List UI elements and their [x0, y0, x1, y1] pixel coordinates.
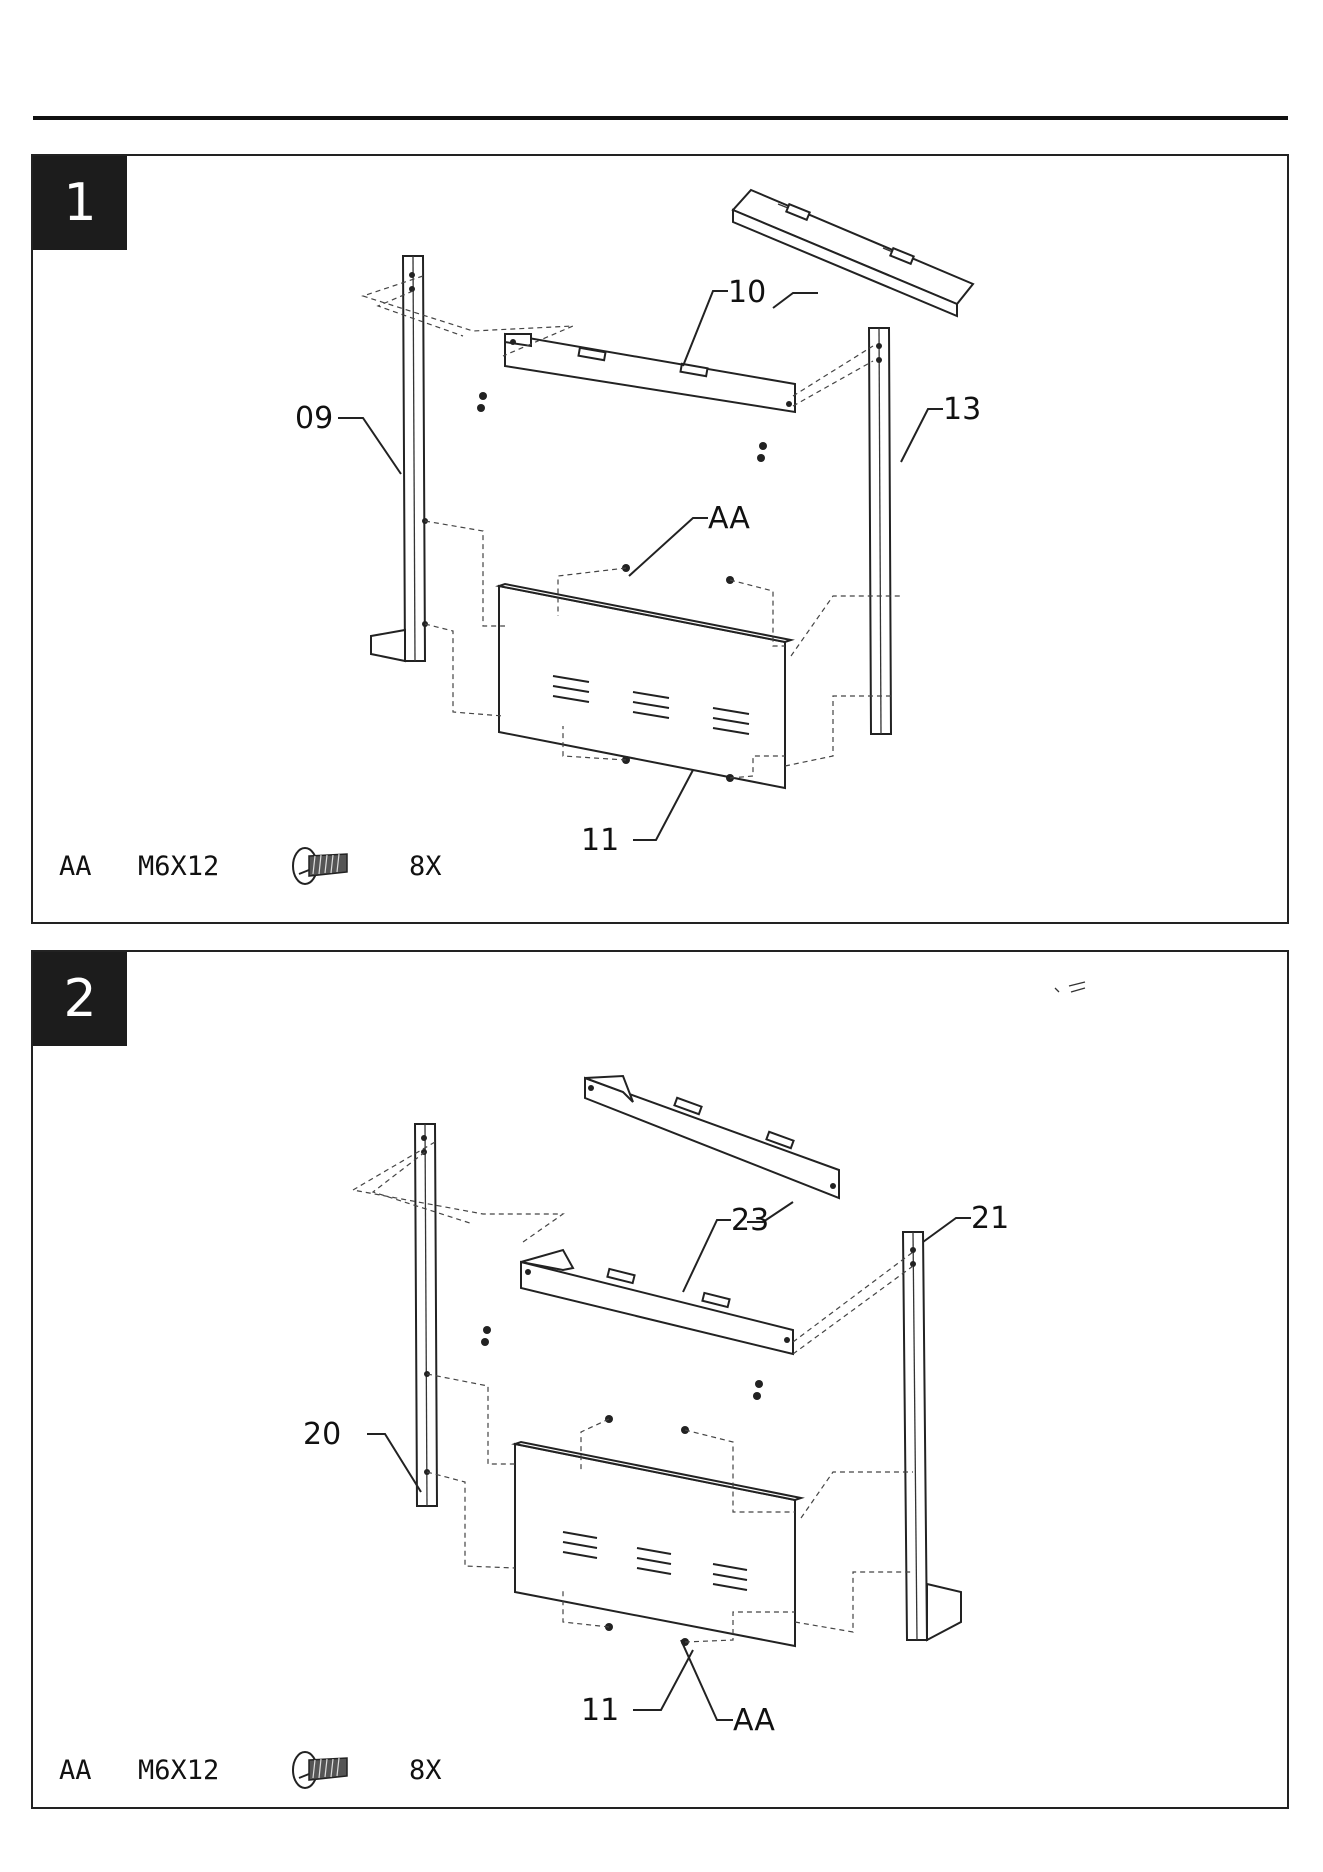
lower-crossbar-part [505, 334, 795, 412]
label-part-11: 11 [581, 1693, 619, 1728]
hardware-size: M6X12 [138, 1755, 285, 1786]
right-leg-21-part [903, 1232, 961, 1640]
hardware-qty: 8X [409, 851, 442, 882]
right-leg-13-part [869, 328, 891, 734]
label-part-09: 09 [295, 401, 333, 436]
lower-crossbar-part [521, 1250, 793, 1354]
step-2-panel: 2 [31, 950, 1289, 1809]
leader-lines [367, 1202, 971, 1720]
step-1-panel: 1 [31, 154, 1289, 924]
label-part-21: 21 [971, 1201, 1009, 1236]
label-part-10: 10 [728, 275, 766, 310]
bolt-icon [285, 1750, 409, 1790]
left-leg-09-part [371, 256, 428, 661]
left-leg-20-part [415, 1124, 437, 1506]
hardware-legend: AA M6X12 8X [59, 846, 442, 886]
stray-mark [1055, 982, 1085, 992]
hardware-legend: AA M6X12 8X [59, 1750, 442, 1790]
header-rule [33, 116, 1288, 120]
step-1-diagram: 10 09 13 AA 11 [33, 156, 1287, 922]
label-part-20: 20 [303, 1417, 341, 1452]
hardware-qty: 8X [409, 1755, 442, 1786]
front-panel-11-part [499, 584, 791, 788]
step-2-diagram: 23 21 20 11 AA [33, 952, 1287, 1807]
label-part-13: 13 [943, 392, 981, 427]
hardware-code: AA [59, 1755, 138, 1786]
label-part-11: 11 [581, 823, 619, 858]
hardware-code: AA [59, 851, 138, 882]
bolt-icon [285, 846, 409, 886]
upper-crossbar-part [585, 1076, 839, 1198]
label-fastener-aa: AA [708, 501, 750, 536]
front-panel-11-part [515, 1442, 801, 1646]
label-fastener-aa: AA [733, 1703, 775, 1738]
hardware-size: M6X12 [138, 851, 285, 882]
upper-crossbar-part [733, 190, 973, 316]
label-part-23: 23 [731, 1203, 769, 1238]
